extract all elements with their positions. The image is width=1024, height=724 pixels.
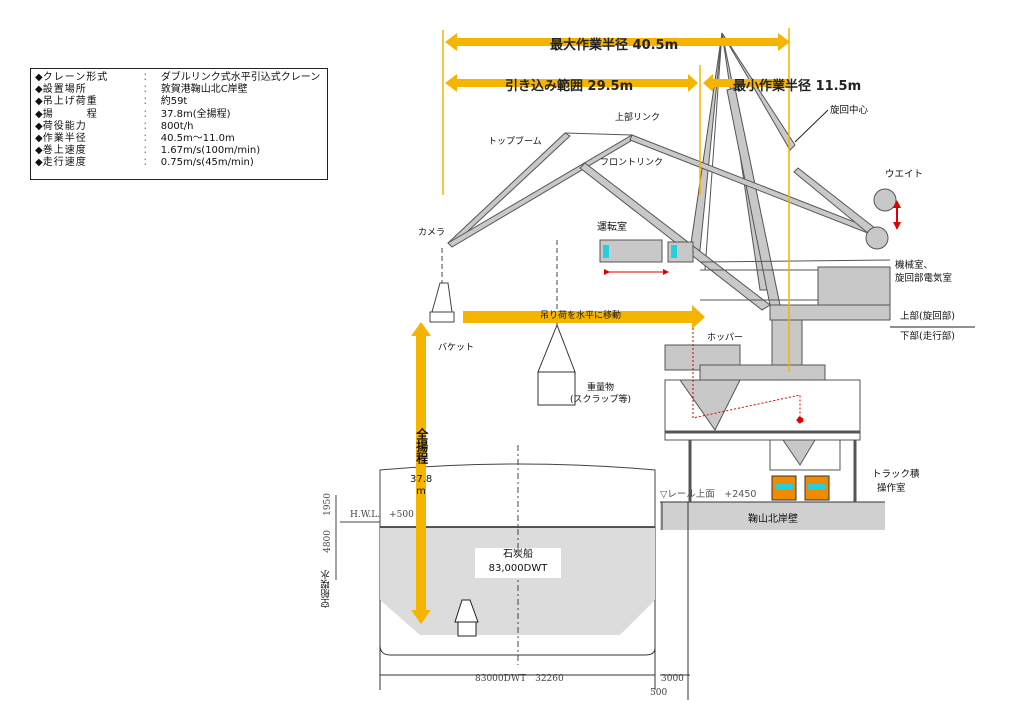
dim-3000: 3000 — [661, 674, 684, 684]
quay-label: 鞠山北岸壁 — [748, 514, 798, 525]
upper-part-label: 上部(旋回部) — [900, 311, 955, 322]
coal-ship — [335, 445, 690, 690]
front-link-label: フロントリンク — [600, 158, 664, 168]
colon: ： — [142, 133, 153, 145]
spec-key: 作業半径 — [42, 133, 87, 145]
spec-value: 0.75m/s(45m/min) — [160, 157, 254, 169]
ship-dwt: 83,000DWT — [488, 563, 548, 574]
ship-label: 石炭船 83,000DWT — [475, 548, 561, 578]
spec-key: 吊上げ荷重 — [42, 96, 98, 108]
bullet: ◆ — [35, 96, 43, 108]
lift-height-title: 全揚程 — [414, 428, 429, 464]
truck-room-label-2: 操作室 — [877, 483, 906, 494]
dim-1950: 1950 — [323, 493, 333, 516]
bullet: ◆ — [35, 145, 43, 157]
heavy-load-label-2: (スクラップ等) — [570, 395, 632, 405]
quay — [660, 501, 885, 700]
spec-row: ◆走行速度 ： 0.75m/s(45m/min) — [35, 157, 323, 169]
bucket-label: バケット — [438, 343, 475, 353]
hopper-label: ホッパー — [707, 333, 744, 343]
spec-key: クレーン形式 — [42, 72, 109, 83]
max-radius-label: 最大作業半径 40.5m — [550, 38, 679, 53]
camera-label: カメラ — [418, 228, 446, 238]
spec-row: ◆作業半径 ： 40.5m～11.0m — [35, 133, 323, 145]
colon: ： — [142, 145, 153, 157]
truck-room-label-1: トラック積 — [872, 469, 920, 480]
dimension-arrows — [411, 33, 790, 624]
spec-value: 800t/h — [160, 120, 194, 132]
spec-value: 37.8m(全揚程) — [160, 108, 231, 120]
machine-room-label-1: 機械室、 — [895, 260, 934, 271]
slewing-center-pointer — [794, 109, 829, 143]
spec-value: 40.5m～11.0m — [160, 133, 235, 145]
bullet: ◆ — [35, 157, 43, 169]
lower-part-label: 下部(走行部) — [900, 331, 955, 342]
spec-key: 走行速度 — [42, 157, 87, 169]
min-radius-label: 最小作業半径 11.5m — [733, 79, 862, 94]
spec-row: ◆荷役能力 ： 800t/h — [35, 121, 323, 133]
spec-table: ◆クレーン形式：ダブルリンク式水平引込式クレーン ◆設置場所：敦賀港鞠山北C岸壁… — [30, 68, 328, 180]
top-boom-label: トップブーム — [488, 137, 542, 147]
dim-4800: 4800 — [323, 530, 333, 553]
bullet: ◆ — [35, 84, 43, 96]
hwl-label: H.W.L. +500 — [350, 510, 414, 520]
dim-500: 500 — [650, 688, 668, 698]
spec-key: 揚 程 — [42, 108, 98, 120]
weight-motion-arrow — [893, 200, 901, 230]
ship-name: 石炭船 — [503, 549, 533, 560]
heavy-load-label-1: 重量物 — [587, 383, 615, 393]
spec-row: ◆設置場所 ： 敦賀港鞠山北C岸壁 — [35, 84, 323, 96]
spec-row: ◆吊上げ荷重 ： 約59t — [35, 96, 323, 108]
spec-key: 設置場所 — [42, 84, 87, 96]
bullet: ◆ — [35, 133, 43, 145]
bullet: ◆ — [35, 108, 43, 120]
colon: ： — [142, 72, 153, 83]
crane-structure — [447, 32, 897, 502]
trucks — [771, 475, 830, 501]
material-path — [692, 320, 804, 424]
spec-value: 1.67m/s(100m/min) — [160, 145, 261, 157]
slewing-center-label: 旋回中心 — [830, 105, 869, 116]
spec-key: 巻上速度 — [42, 145, 87, 157]
empty-draft-label: 空船喫水 — [321, 570, 332, 608]
cab-label: 運転室 — [597, 222, 627, 233]
machine-room-label-2: 旋回部電気室 — [895, 273, 953, 284]
colon: ： — [142, 120, 153, 132]
operator-cab — [599, 239, 694, 275]
bullet: ◆ — [35, 72, 43, 83]
spec-row: ◆揚 程 ： 37.8m(全揚程) — [35, 109, 323, 121]
ship-width-dim: 83000DWT 32260 — [475, 674, 564, 684]
spec-key: 荷役能力 — [42, 120, 87, 132]
bucket — [429, 240, 558, 325]
colon: ： — [142, 84, 153, 96]
luffing-range-label: 引き込み範囲 29.5m — [505, 79, 634, 94]
spec-value: ダブルリンク式水平引込式クレーン — [160, 72, 321, 83]
upper-link-label: 上部リンク — [615, 113, 661, 123]
lift-height-value: 37.8 m — [410, 474, 433, 497]
bullet: ◆ — [35, 120, 43, 132]
spec-row: ◆クレーン形式 ： ダブルリンク式水平引込式クレーン — [35, 72, 323, 84]
rail-level-label: ▽レール上面 +2450 — [660, 489, 757, 500]
weight-label: ウエイト — [885, 169, 924, 180]
horizontal-move-label: 吊り荷を水平に移動 — [540, 311, 622, 321]
heavy-load — [537, 323, 576, 406]
spec-value: 約59t — [160, 96, 188, 108]
colon: ： — [142, 108, 153, 120]
spec-row: ◆巻上速度 ： 1.67m/s(100m/min) — [35, 145, 323, 157]
colon: ： — [142, 96, 153, 108]
spec-value: 敦賀港鞠山北C岸壁 — [160, 84, 248, 96]
colon: ： — [142, 157, 153, 169]
